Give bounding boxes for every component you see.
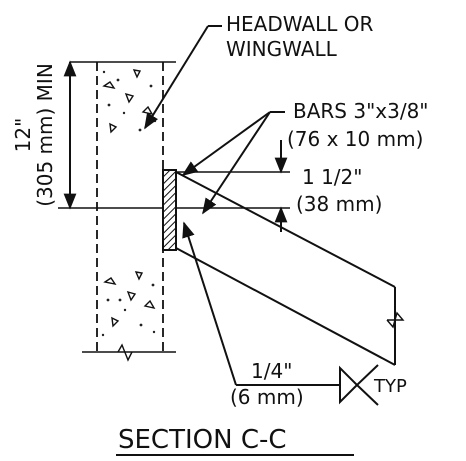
weld-typ-note: TYP — [373, 376, 407, 397]
headwall-label: HEADWALL OR — [226, 12, 374, 36]
weld-size-metric: (6 mm) — [230, 385, 304, 409]
height-dimension: 12" (305 mm) MIN — [11, 60, 163, 210]
bar-upper — [175, 171, 396, 288]
bars-leader: BARS 3"x3/8" (76 x 10 mm) — [181, 99, 429, 215]
weld-symbol: 1/4" (6 mm) TYP — [182, 221, 407, 409]
break-symbol — [117, 343, 133, 362]
bars-label: BARS 3"x3/8" — [293, 99, 429, 123]
gap-dimension: 1 1/2" (38 mm) — [176, 140, 382, 232]
concrete-aggregate-bottom — [101, 271, 156, 337]
bar-break-symbol — [386, 311, 405, 329]
weld-size-imperial: 1/4" — [251, 359, 292, 383]
embedded-plate — [162, 169, 177, 251]
headwall-leader: HEADWALL OR WINGWALL — [144, 12, 374, 130]
gap-label-metric: (38 mm) — [296, 192, 382, 216]
section-title: SECTION C-C — [118, 425, 287, 455]
headwall-section — [70, 61, 176, 362]
wingwall-label: WINGWALL — [226, 37, 338, 61]
concrete-aggregate-top — [102, 69, 157, 134]
bar-lower — [175, 247, 396, 366]
height-label-metric: (305 mm) MIN — [33, 63, 57, 207]
bars-metric-label: (76 x 10 mm) — [287, 127, 423, 151]
gap-label-imperial: 1 1/2" — [302, 165, 362, 189]
height-label-imperial: 12" — [11, 118, 35, 153]
fillet-weld-symbol — [339, 365, 359, 405]
bars — [175, 171, 405, 366]
